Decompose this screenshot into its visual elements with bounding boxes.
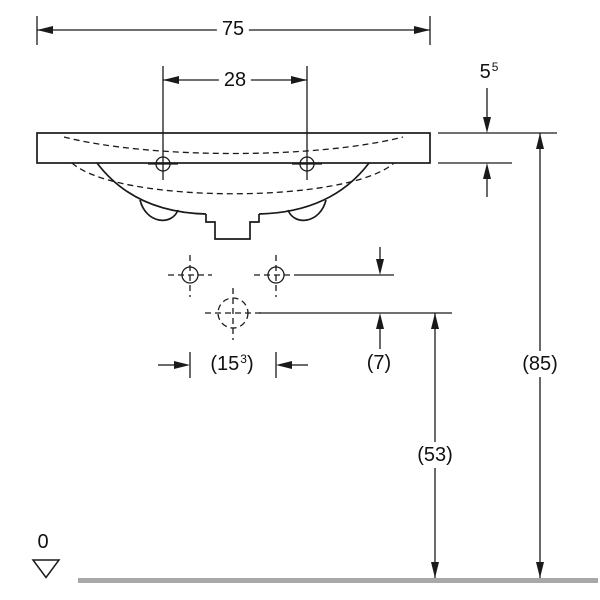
dim-drain-offset (298, 247, 394, 349)
rim-thickness-label: 55 (474, 59, 504, 85)
fixing-spacing-label: (153) (205, 351, 259, 377)
fixing-hole-right (254, 255, 298, 297)
tap-hole-right (292, 149, 322, 180)
fixing-spacing-superscript: 3 (240, 352, 247, 366)
dim-tap-hole-spacing (162, 66, 308, 149)
washbasin-outline (36, 132, 431, 240)
floor-line (78, 578, 598, 583)
dim-rim-thickness (438, 88, 557, 197)
rim-height-label: (85) (517, 351, 563, 377)
rim-thickness-base: 5 (479, 61, 491, 83)
fixing-spacing-close: ) (246, 353, 254, 375)
drain-offset-label: (7) (361, 350, 397, 376)
rim-thickness-superscript: 5 (491, 60, 499, 74)
tap-hole-spacing-label: 28 (218, 67, 252, 93)
drain-trap-outline (205, 214, 260, 240)
outlet-height-label: (53) (412, 442, 458, 468)
datum-triangle-icon (31, 559, 61, 579)
datum-zero-label: 0 (32, 529, 54, 555)
overall-width-label: 75 (216, 16, 250, 42)
fixing-hole-left (168, 255, 212, 297)
drain-hole (205, 288, 261, 340)
dim-fixing-spacing (158, 352, 308, 378)
tap-hole-left (148, 149, 178, 180)
fixing-spacing-open: (15 (210, 353, 240, 375)
